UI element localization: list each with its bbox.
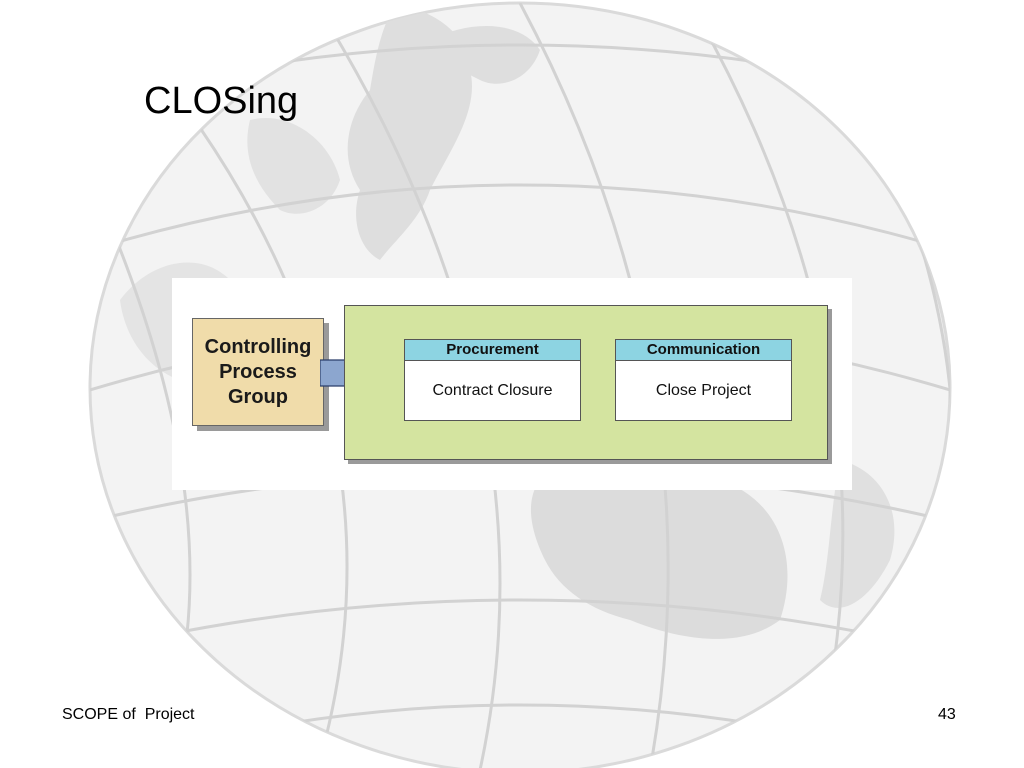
process-name: Close Project [655, 381, 752, 399]
page-number: 43 [938, 706, 956, 723]
controlling-process-group-box: Controlling Process Group [192, 318, 324, 426]
process-name: Contract Closure [432, 381, 553, 399]
controlling-process-group-label: Controlling Process Group [204, 335, 312, 408]
footer-text: SCOPE of Project [62, 706, 195, 723]
process-box-communication: Communication Close Project [615, 339, 792, 421]
knowledge-area-header: Communication [616, 340, 791, 361]
process-diagram: Controlling Process Group Procurement Co… [172, 278, 852, 490]
knowledge-area-header: Procurement [405, 340, 580, 361]
closing-process-group-box: Procurement Contract Closure Communicati… [344, 305, 828, 460]
slide-title: CLOSing [144, 80, 299, 122]
process-box-procurement: Procurement Contract Closure [404, 339, 581, 421]
